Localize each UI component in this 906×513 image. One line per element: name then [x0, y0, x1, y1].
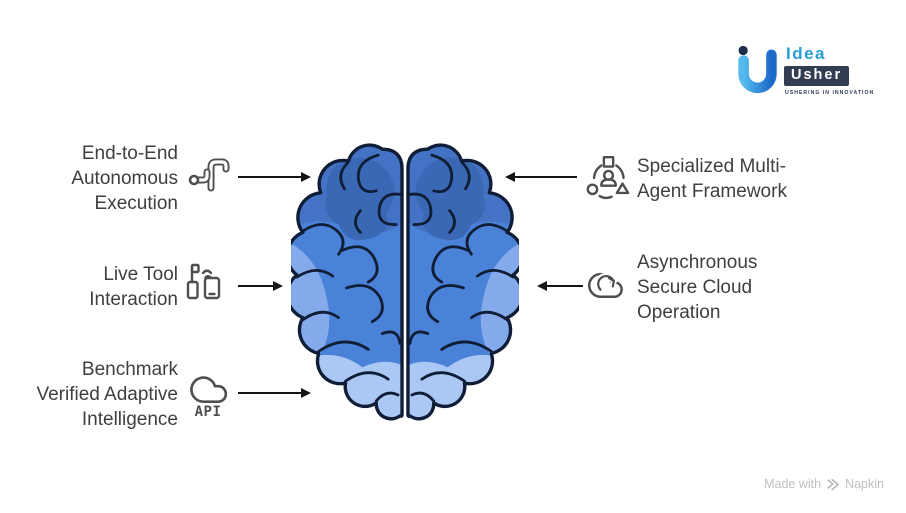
feature-label-specialized-multi-agent-framework: Specialized Multi- Agent Framework [637, 156, 787, 202]
napkin-logo-icon [827, 478, 840, 490]
logo-brand-top: Idea [786, 44, 827, 63]
credit-brand-text: Napkin [845, 477, 884, 491]
credit-made-with-text: Made with [764, 477, 822, 491]
connector-arrow-left-2 [238, 285, 274, 288]
brain-illustration [291, 137, 519, 429]
connector-arrow-left-1 [238, 176, 302, 179]
api-cloud-icon: API [185, 367, 231, 421]
connector-arrow-right-1 [514, 176, 577, 179]
brain-left-hemisphere [291, 141, 410, 428]
made-with-napkin-credit[interactable]: Made with Napkin [764, 477, 884, 491]
feature-label-end-to-end-autonomous-execution: End-to-End Autonomous Execution [71, 143, 178, 214]
feature-label-benchmark-verified-adaptive-intelligence: Benchmark Verified Adaptive Intelligence [36, 359, 178, 430]
idea-usher-logo-mark [738, 45, 777, 94]
device-link-icon [184, 259, 232, 311]
idea-usher-logo: Idea Usher USHERING IN INNOVATION [735, 42, 885, 106]
connector-arrow-right-2 [546, 285, 583, 288]
api-icon-text: API [195, 404, 222, 420]
cloud-sync-icon [583, 262, 629, 312]
brain-right-hemisphere [400, 141, 519, 428]
connector-arrow-left-3 [238, 392, 302, 395]
logo-tagline: USHERING IN INNOVATION [785, 90, 875, 96]
feature-label-live-tool-interaction: Live Tool Interaction [89, 264, 178, 310]
feature-label-asynchronous-secure-cloud-operation: Asynchronous Secure Cloud Operation [637, 252, 758, 323]
logo-brand-bottom: Usher [784, 66, 850, 86]
multi-agent-icon [582, 151, 634, 209]
workflow-route-icon [186, 153, 232, 199]
